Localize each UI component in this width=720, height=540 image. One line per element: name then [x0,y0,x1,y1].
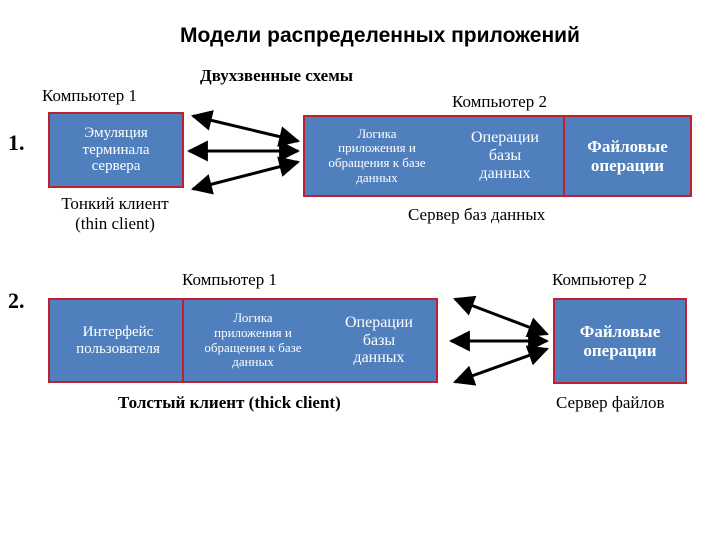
thick-client-dbops-cell: Операции базы данных [344,313,413,367]
db-server-dbops-cell: Операции базы данных [470,129,539,182]
thick-client-ui-cell: Интерфейс пользователя [76,323,160,357]
db-server-box: Логика приложения и обращения к базе дан… [303,115,692,197]
scheme1-computer2-label: Компьютер 2 [452,92,547,111]
arrow-scheme1-top [190,110,301,147]
scheme2-computer1-label: Компьютер 1 [182,270,277,289]
db-server-caption: Сервер баз данных [408,205,546,224]
thick-client-logic-cell: Логика приложения и обращения к базе дан… [204,310,302,370]
scheme1-computer1-label: Компьютер 1 [42,86,137,105]
file-server-box: Файловые операции [553,298,687,384]
thick-client-caption: Толстый клиент (thick client) [118,393,341,412]
thick-client-divider [182,300,184,381]
scheme2-number: 2. [8,288,25,313]
arrow-scheme1-bottom [190,156,301,195]
db-server-divider [563,117,565,195]
arrow-scheme2-top [453,295,549,338]
slide-title: Модели распределенных приложений [180,24,580,47]
scheme1-number: 1. [8,130,25,155]
arrow-scheme2-bottom [453,345,549,386]
file-server-label: Файловые операции [579,321,661,360]
thin-client-box: Эмуляция терминала сервера [48,112,184,188]
db-server-fileops-cell: Файловые операции [587,136,668,175]
thick-client-box: Интерфейс пользователя Логика приложения… [48,298,438,383]
subtitle: Двухзвенные схемы [200,66,354,85]
file-server-caption: Сервер файлов [556,393,665,412]
db-server-logic-cell: Логика приложения и обращения к базе дан… [328,125,426,185]
scheme2-computer2-label: Компьютер 2 [552,270,647,289]
thin-client-box-label: Эмуляция терминала сервера [82,124,150,175]
thin-client-caption: Тонкий клиент (thin client) [61,194,169,233]
